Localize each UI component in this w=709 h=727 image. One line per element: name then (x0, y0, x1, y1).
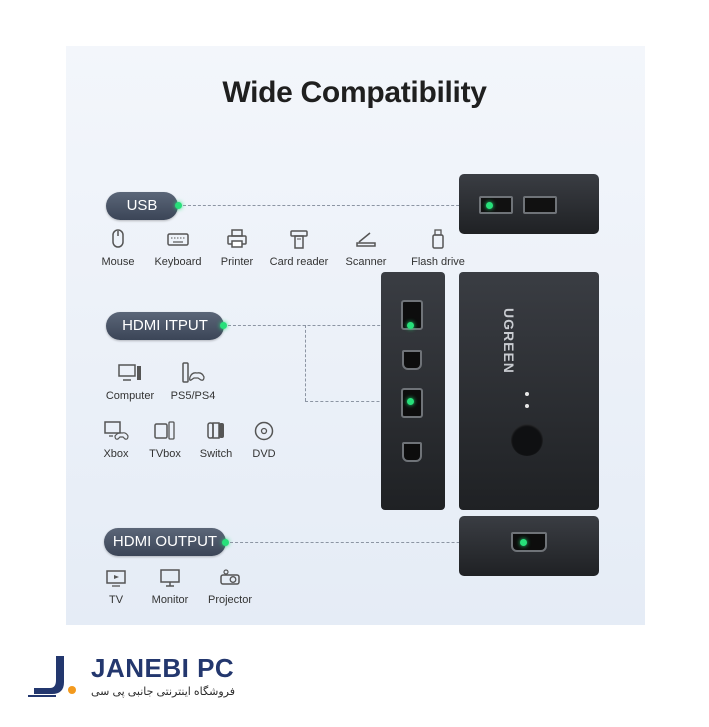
brand-name: JANEBI PC (91, 653, 235, 683)
hdmi-out-port-dot (520, 539, 527, 546)
printer-icon (227, 229, 247, 248)
hdmi-item-ps5: PS5/PS4 (153, 362, 233, 402)
hdmi-item-xbox: Xbox (76, 420, 156, 460)
hdmi-item-dvd: DVD (224, 420, 304, 460)
hdmi-item-label: TVbox (149, 448, 181, 460)
hdmi-in-port-dot-2 (407, 398, 414, 405)
device-usb-end (459, 174, 599, 234)
hdmi-item-label: PS5/PS4 (170, 390, 216, 402)
hdmi-item-label: DVD (252, 448, 276, 460)
device-body: UGREEN (459, 272, 599, 510)
usb-b-port-1 (402, 350, 422, 370)
keyboard-icon (167, 233, 189, 246)
hdmi-input-connector-dot (220, 322, 227, 329)
hdmi-input-connector-line (228, 325, 405, 326)
usb-port-dot (486, 202, 493, 209)
hdmi-output-item-projector: Projector (190, 568, 270, 606)
hdmi-out-port (511, 532, 547, 552)
usb-item-mouse: Mouse (78, 228, 158, 268)
device-input-side (381, 272, 445, 510)
dvd-disc-icon (254, 421, 274, 441)
output-item-label: TV (108, 594, 124, 606)
output-item-label: Monitor (151, 594, 189, 606)
hdmi-output-item-monitor: Monitor (130, 568, 210, 606)
switch-button[interactable] (511, 424, 543, 456)
output-item-label: Projector (207, 594, 253, 606)
brand-subtitle: فروشگاه اینترنتی جانبی پی سی (91, 686, 235, 698)
usb-item-flash-drive: Flash drive (398, 228, 478, 268)
hdmi-input-connector-branch (305, 325, 306, 401)
usb-label-pill: USB (106, 192, 178, 220)
mouse-icon (112, 229, 124, 248)
hdmi-item-computer: Computer (90, 362, 170, 402)
monitor-icon (160, 569, 180, 587)
hdmi-item-label: Xbox (103, 448, 129, 460)
usb-item-printer: Printer (197, 228, 277, 268)
usb-item-label: Keyboard (154, 256, 202, 268)
usb-item-keyboard: Keyboard (138, 228, 218, 268)
led-indicator-1 (525, 392, 529, 396)
hdmi-output-item-tv: TV (76, 568, 156, 606)
usb-port-2 (523, 196, 557, 214)
usb-item-label: Scanner (345, 256, 387, 268)
hdmi-input-label-pill: HDMI ITPUT (106, 312, 224, 340)
usb-item-label: Card reader (269, 256, 329, 268)
usb-item-label: Flash drive (411, 256, 465, 268)
usb-item-card-reader: Card reader (259, 228, 339, 268)
usb-b-port-2 (402, 442, 422, 462)
hdmi-item-label: Switch (199, 448, 233, 460)
card-reader-icon (290, 230, 308, 249)
usb-item-label: Mouse (101, 256, 135, 268)
tv-icon (106, 570, 126, 587)
tvbox-icon (154, 421, 175, 440)
switch-console-icon (207, 422, 224, 439)
scanner-icon (356, 232, 376, 247)
hdmi-item-switch: Switch (176, 420, 256, 460)
usb-item-scanner: Scanner (326, 228, 406, 268)
hdmi-in-port-1 (401, 300, 423, 330)
device-output-end (459, 516, 599, 576)
projector-icon (220, 569, 240, 585)
hdmi-item-tvbox: TVbox (125, 420, 205, 460)
flash-drive-icon (432, 229, 444, 249)
brand-logo (26, 652, 86, 700)
hdmi-in-port-dot-1 (407, 322, 414, 329)
page-title: Wide Compatibility (222, 76, 487, 109)
usb-connector-dot (175, 202, 182, 209)
device-brand: UGREEN (501, 308, 517, 374)
usb-item-label: Printer (220, 256, 254, 268)
hdmi-item-label: Computer (105, 390, 155, 402)
usb-port-1 (479, 196, 513, 214)
led-indicator-2 (525, 404, 529, 408)
janebi-logo-icon (28, 656, 76, 697)
usb-connector-line (183, 205, 479, 206)
hdmi-output-connector-dot (222, 539, 229, 546)
hdmi-output-label-pill: HDMI OUTPUT (104, 528, 226, 556)
computer-icon (118, 364, 141, 381)
xbox-icon (104, 421, 129, 440)
hdmi-input-connector-line-2 (305, 401, 405, 402)
hdmi-output-connector-line (230, 542, 520, 543)
playstation-icon (182, 362, 205, 383)
